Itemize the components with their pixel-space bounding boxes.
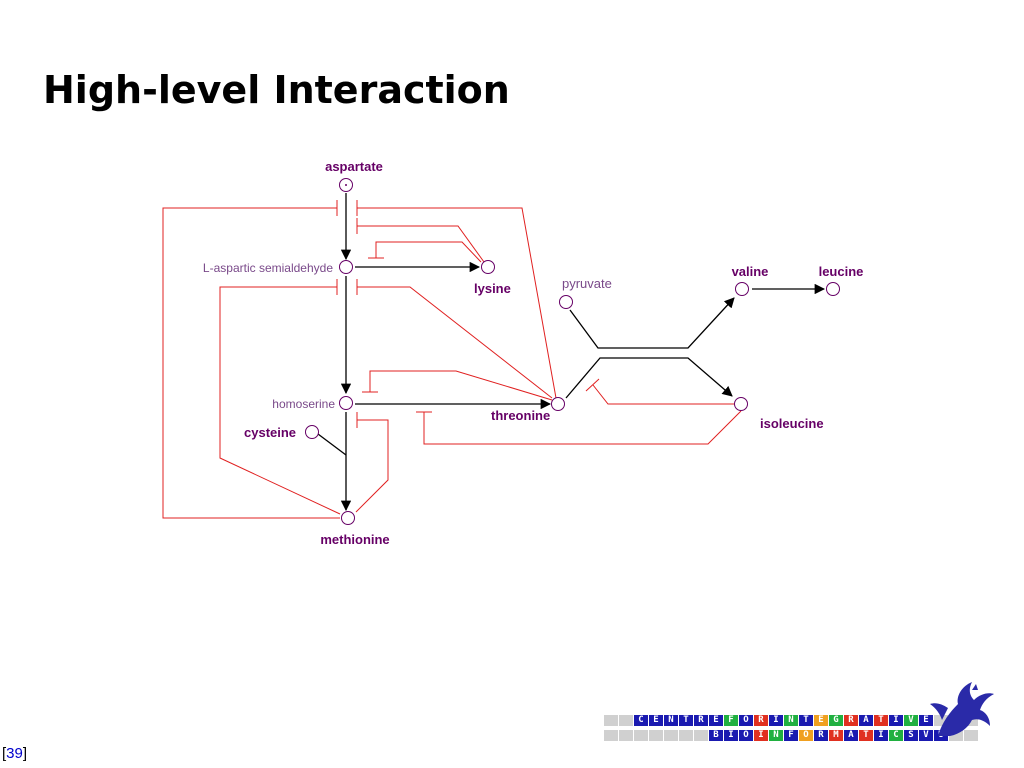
logo-blank-cell [604,715,618,726]
logo-letter-cell: T [679,715,693,726]
node-isoleucine [734,397,748,411]
logo-letter-cell: E [814,715,828,726]
pathway-labels: aspartate L-aspartic semialdehyde lysine… [203,159,863,547]
logo-letter-cell: E [649,715,663,726]
logo-letter-cell: O [739,715,753,726]
logo-letter-cell: C [889,730,903,741]
logo-blank-cell [934,715,948,726]
logo-blank-cell [604,730,618,741]
logo-blank-cell [619,730,633,741]
logo-letter-cell: R [844,715,858,726]
label-homoserine: homoserine [272,397,335,411]
logo-letter-cell: I [754,730,768,741]
label-aspartate: aspartate [325,159,383,174]
edge-pyruvate-valine [569,297,735,349]
edge-cysteine-methionine [317,433,347,456]
logo-letter-cell: I [769,715,783,726]
node-cysteine [305,425,319,439]
logo-letter-cell: F [724,715,738,726]
inhibit-methionine-homoserine [355,419,389,513]
node-lysine [481,260,495,274]
logo-blank-cell [649,730,663,741]
logo-letter-cell: I [724,730,738,741]
inhibit-isoleucine-homoserine [423,410,742,445]
logo-letter-cell: T [874,715,888,726]
page-number-value: 39 [6,745,23,762]
logo-letter-cell: A [844,730,858,741]
logo-letter-cell: A [859,715,873,726]
logo-letter-cell: R [814,730,828,741]
label-pyruvate: pyruvate [562,276,612,291]
logo-letter-cell: R [694,715,708,726]
inhibit-lysine-self [375,241,482,263]
label-valine: valine [732,264,769,279]
logo-letter-cell: E [919,715,933,726]
node-valine [735,282,749,296]
node-semialdehyde [339,260,353,274]
logo-blank-cell [619,715,633,726]
inhibit-methionine-aspartate [162,207,340,519]
label-methionine: methionine [320,532,389,547]
logo-letter-cell: T [859,730,873,741]
logo-blank-cell [694,730,708,741]
inhibit-lysine-aspartate [357,225,485,263]
logo-letter-cell: E [709,715,723,726]
logo-letter-cell: B [709,730,723,741]
logo-letter-cell: F [784,730,798,741]
pathway-nodes [305,178,840,525]
logo-blank-cell [949,730,963,741]
logo-letter-cell: O [739,730,753,741]
label-lysine: lysine [474,281,511,296]
logo-blank-cell [664,730,678,741]
activation-edges [317,193,826,512]
vu-griffin-logo-icon [930,682,994,736]
node-methionine [341,511,355,525]
logo-letter-cell: N [784,715,798,726]
label-threonine: threonine [491,408,550,423]
logo-letter-cell: R [754,715,768,726]
slide-page-number: [39] [2,745,28,762]
logo-blank-cell [964,730,978,741]
logo-blank-cell [634,730,648,741]
label-cysteine: cysteine [244,425,296,440]
logo-letter-cell: M [829,730,843,741]
inhibit-isoleucine-threonine [592,384,735,405]
logo-blank-cell [679,730,693,741]
inhibition-edges [162,200,742,519]
node-threonine [551,397,565,411]
node-leucine [826,282,840,296]
logo-letter-cell: N [664,715,678,726]
label-semialdehyde: L-aspartic semialdehyde [203,261,333,275]
logo-letter-cell: N [769,730,783,741]
inhibit-methionine-semialdehyde [219,286,341,515]
logo-letter-cell: I [874,730,888,741]
inhibit-threonine-semialdehyde [357,286,553,399]
label-leucine: leucine [819,264,864,279]
inhibit-threonine-homoserine [369,370,553,401]
logo-letter-cell: I [889,715,903,726]
inhibit-threonine-aspartate [357,207,557,399]
node-pyruvate [559,295,573,309]
logo-letter-cell: C [634,715,648,726]
logo-letter-cell: V [919,730,933,741]
logo-letter-cell: O [799,730,813,741]
logo-letter-cell: V [904,715,918,726]
logo-letter-cell: S [904,730,918,741]
slide-title: High-level Interaction [43,68,510,112]
edge-threonine-isoleucine [565,357,733,399]
logo-letter-cell: G [829,715,843,726]
label-isoleucine: isoleucine [760,416,824,431]
logo-letter-cell: T [799,715,813,726]
node-homoserine [339,396,353,410]
